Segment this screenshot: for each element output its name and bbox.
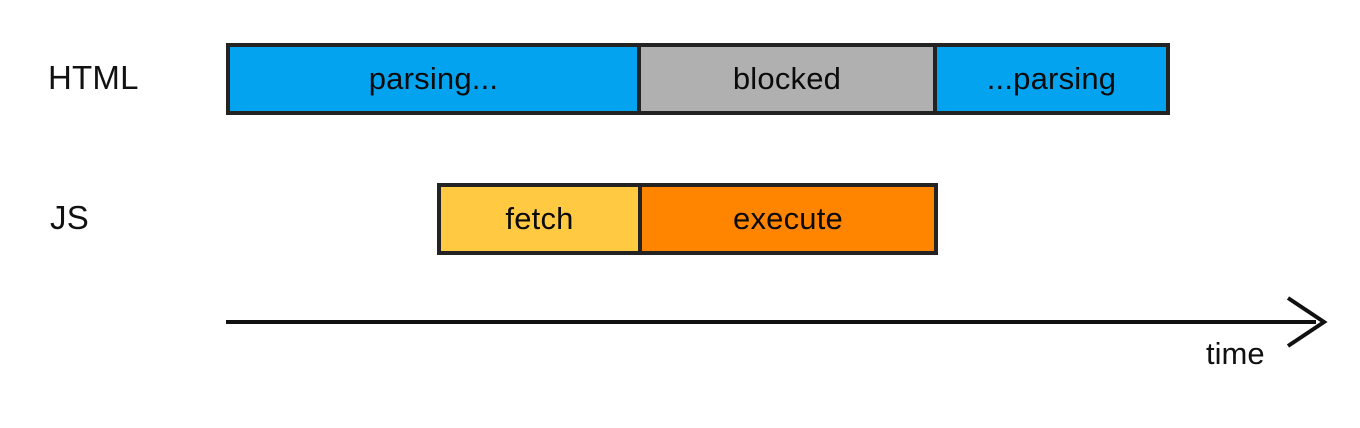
- segment-label: fetch: [505, 200, 574, 236]
- segment-html-parsing[interactable]: parsing...: [230, 47, 637, 111]
- time-axis-label: time: [1206, 336, 1265, 371]
- segment-label: execute: [733, 200, 843, 236]
- segment-html-blocked[interactable]: blocked: [637, 47, 933, 111]
- timeline-bar-js: fetch execute: [437, 183, 938, 255]
- row-label-html: HTML: [48, 59, 139, 96]
- timeline-bar-html: parsing... blocked ...parsing: [226, 43, 1170, 115]
- segment-label: blocked: [732, 60, 842, 96]
- segment-label: parsing...: [368, 60, 499, 96]
- segment-html-parsing-resumed[interactable]: ...parsing: [933, 47, 1166, 111]
- arrow-right-icon: [226, 296, 1328, 348]
- segment-label: ...parsing: [986, 60, 1117, 96]
- segment-js-fetch[interactable]: fetch: [441, 187, 638, 251]
- row-label-js: JS: [50, 199, 89, 236]
- time-axis: [216, 288, 1346, 358]
- segment-js-execute[interactable]: execute: [638, 187, 934, 251]
